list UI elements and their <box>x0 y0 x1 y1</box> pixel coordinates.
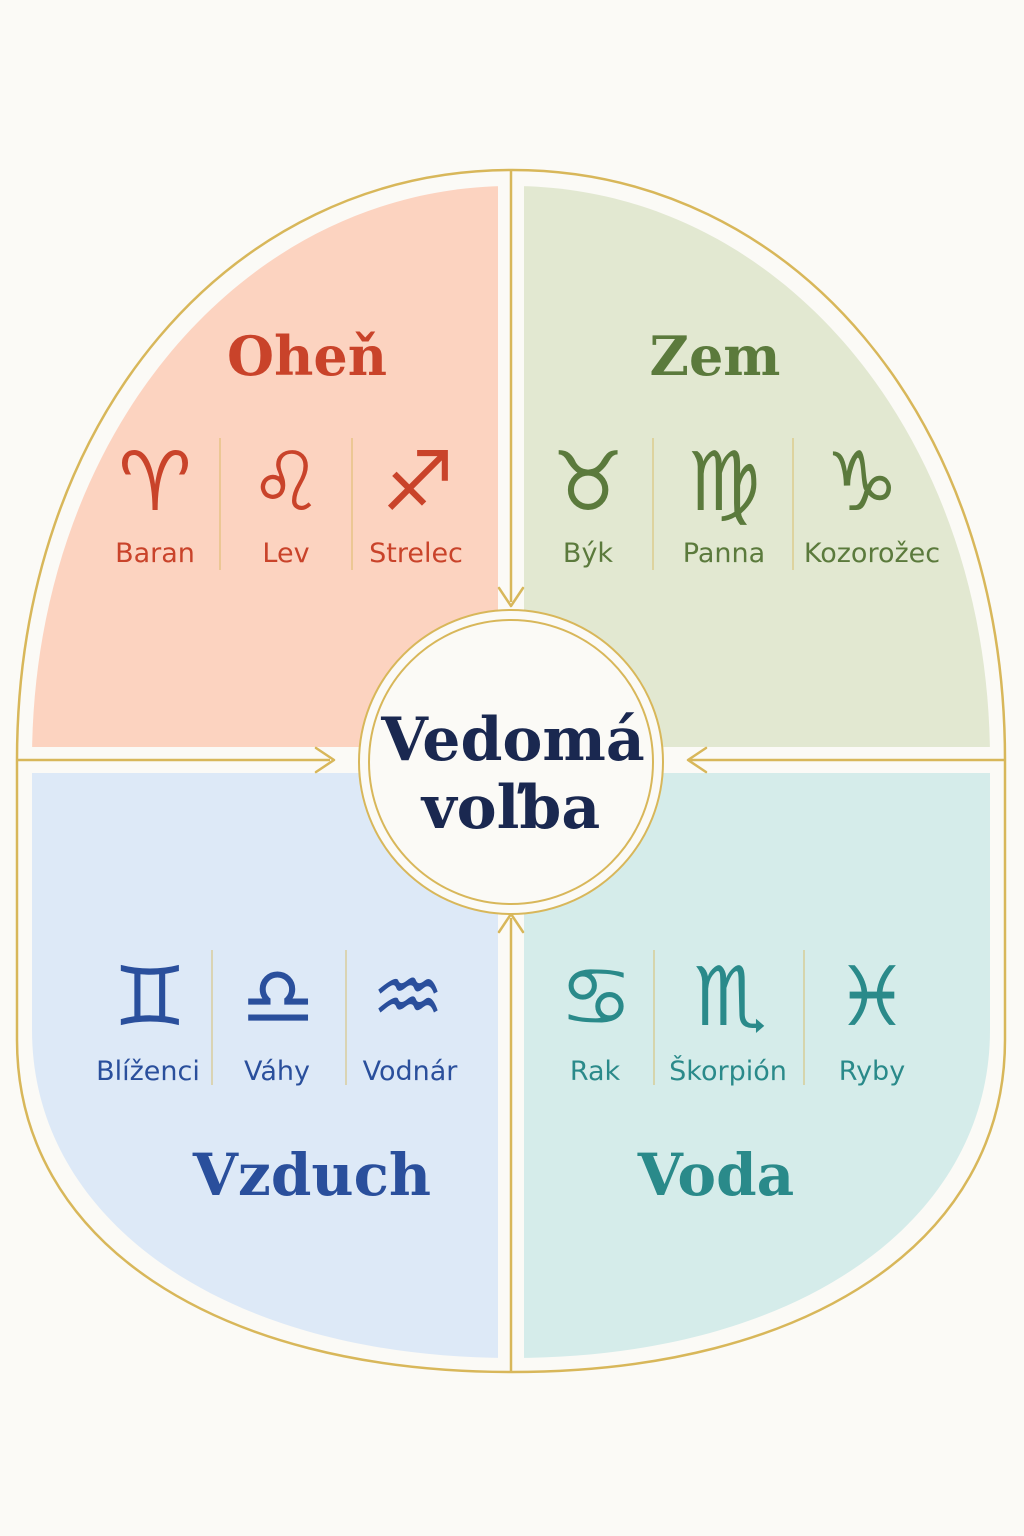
sign-label-vodnar: Vodnár <box>363 1056 459 1087</box>
air-title: Vzduch <box>192 1141 431 1209</box>
arrow-right-icon <box>686 746 708 774</box>
virgo-icon: ♍︎ <box>687 435 761 530</box>
sign-label-ryby: Ryby <box>839 1056 905 1087</box>
sign-label-kozorozec: Kozorožec <box>804 538 940 569</box>
earth-quadrant: Zem ♉︎ ♍︎ ♑︎ Býk Panna Kozorožec <box>551 324 940 570</box>
arrow-left-icon <box>314 746 336 774</box>
air-quadrant: ♊︎ ♎︎ ♒︎ Blíženci Váhy Vodnár Vzduch <box>96 950 458 1209</box>
taurus-icon: ♉︎ <box>551 435 625 530</box>
sign-label-baran: Baran <box>115 538 195 569</box>
aquarius-icon: ♒︎ <box>371 950 445 1045</box>
arrow-top-icon <box>497 586 525 608</box>
sign-label-strelec: Strelec <box>369 538 463 569</box>
pisces-icon: ♓︎ <box>835 950 909 1045</box>
leo-icon: ♌︎ <box>249 435 323 530</box>
water-title: Voda <box>637 1141 795 1209</box>
capricorn-icon: ♑︎ <box>825 435 899 530</box>
sign-label-vahy: Váhy <box>244 1056 310 1087</box>
sign-label-panna: Panna <box>683 538 765 569</box>
scorpio-icon: ♏︎ <box>693 950 767 1045</box>
sign-label-rak: Rak <box>570 1056 621 1087</box>
center-circle-inner-ring <box>368 619 654 905</box>
gemini-icon: ♊︎ <box>113 950 187 1045</box>
center-circle-outer-ring <box>358 609 664 915</box>
center-circle-bg <box>359 610 663 914</box>
fire-title: Oheň <box>227 324 387 388</box>
cancer-icon: ♋︎ <box>559 950 633 1045</box>
earth-title: Zem <box>650 324 781 388</box>
fire-quadrant: Oheň ♈︎ ♌︎ ♐︎ Baran Lev Strelec <box>115 324 463 570</box>
water-quadrant: ♋︎ ♏︎ ♓︎ Rak Škorpión Ryby Voda <box>559 950 909 1209</box>
center-title-line-2: voľba <box>420 773 601 843</box>
sagittarius-icon: ♐︎ <box>381 435 455 530</box>
sign-label-byk: Býk <box>563 538 614 569</box>
outer-frame <box>15 168 1007 1374</box>
sign-label-lev: Lev <box>262 538 309 569</box>
libra-icon: ♎︎ <box>241 950 315 1045</box>
center-title-line-1: Vedomá <box>380 705 645 775</box>
aries-icon: ♈︎ <box>118 435 192 530</box>
sign-label-blizenci: Blíženci <box>96 1056 200 1087</box>
sign-label-skorpion: Škorpión <box>669 1055 787 1087</box>
